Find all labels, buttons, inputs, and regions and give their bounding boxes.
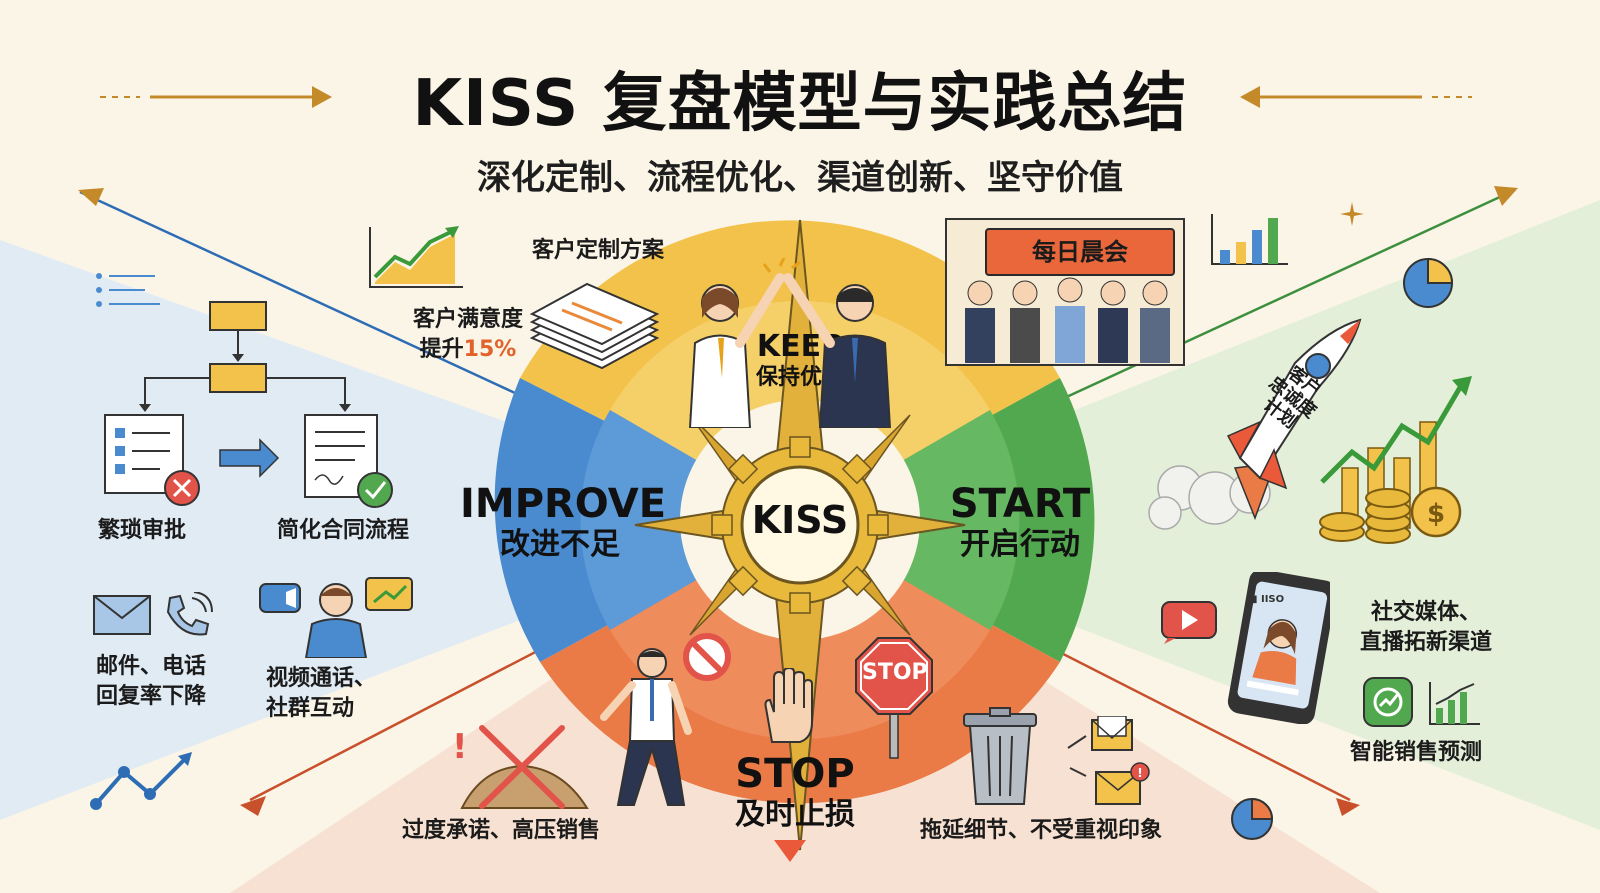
improve-zh: 改进不足: [500, 527, 620, 562]
svg-text:!: !: [1137, 766, 1142, 780]
page-title: KISS 复盘模型与实践总结: [412, 67, 1188, 141]
walking-man-icon: [600, 648, 692, 806]
mini-bar-chart-icon: [1429, 682, 1480, 725]
improve-en: IMPROVE: [460, 481, 667, 527]
mail-notifications-icon: !: [1067, 716, 1150, 805]
smart-forecast-label: 智能销售预测: [1350, 740, 1483, 765]
start-zh: 开启行动: [960, 527, 1080, 562]
video-line1: 视频通话、: [266, 666, 377, 691]
pie-chart-icon: [1403, 257, 1454, 308]
video-social-label: 视频通话、 社群互动: [266, 664, 376, 724]
overpromise-label: 过度承诺、高压销售: [402, 818, 601, 843]
dirt-pile-crossed-icon: !: [452, 725, 589, 809]
stop-hand-icon: [764, 668, 813, 743]
start-en: START: [949, 481, 1091, 527]
email-phone-line2: 回复率下降: [96, 684, 207, 709]
email-phone-line1: 邮件、电话: [96, 654, 207, 679]
improve-label: IMPROVE 改进不足: [460, 481, 667, 564]
stop-zh: 及时止损: [735, 797, 855, 832]
list-lines-icon: [96, 273, 160, 307]
email-phone-label: 邮件、电话 回复率下降: [96, 652, 206, 712]
video-call-person-icon: [259, 577, 413, 658]
improve-zone: [0, 240, 780, 820]
satisfaction-label: 客户满意度 提升15%: [408, 305, 528, 365]
svg-text:$: $: [1427, 499, 1445, 529]
start-label: START 开启行动: [940, 482, 1100, 564]
smartphone-live-icon: [1227, 572, 1330, 724]
delay-label: 拖延细节、不受重视印象: [920, 818, 1163, 843]
down-arrow-icon: [774, 840, 806, 862]
morning-meeting-banner: 每日晨会: [985, 228, 1175, 276]
sparkle-icon: [1340, 202, 1364, 226]
stop-en: STOP: [735, 751, 855, 797]
svg-text:!: !: [452, 727, 468, 767]
coins-growth-chart-icon: $: [1319, 376, 1472, 544]
stop-label: STOP 及时止损: [715, 752, 875, 834]
trash-can-icon: [963, 707, 1037, 805]
social-line2: 直播拓新渠道: [1359, 630, 1492, 655]
video-line2: 社群互动: [266, 696, 355, 721]
tedious-approval-label: 繁琐审批: [98, 518, 187, 543]
trend-line-icon: [90, 752, 192, 810]
satisfaction-prefix: 提升: [419, 337, 464, 362]
custom-plan-label: 客户定制方案: [532, 238, 665, 263]
page-subtitle: 深化定制、流程优化、渠道创新、坚守价值: [477, 158, 1123, 198]
social-line1: 社交媒体、: [1370, 600, 1481, 625]
high-five-people-icon: [688, 258, 892, 428]
stop-sign-label: STOP: [862, 660, 928, 685]
pie-chart-small-icon: [1231, 797, 1274, 840]
phone-icon: [166, 592, 213, 636]
phone-brand-label: ▮ IISO: [1252, 594, 1285, 605]
documents-stack-icon: [529, 282, 660, 370]
bar-chart-icon: [1211, 214, 1288, 265]
no-entry-icon: [683, 633, 731, 681]
email-icon: [93, 595, 151, 635]
ai-forecast-app-icon: [1363, 677, 1413, 727]
title-left-arrow-icon: [100, 86, 332, 108]
growth-chart-icon: [369, 226, 463, 288]
video-play-icon: [1161, 601, 1217, 644]
approval-flowchart: [104, 301, 393, 508]
social-media-label: 社交媒体、 直播拓新渠道: [1346, 598, 1506, 658]
center-kiss-label: KISS: [751, 498, 849, 542]
simplify-contract-label: 简化合同流程: [277, 518, 410, 543]
rocket-icon: [1148, 318, 1362, 530]
stop-sign-icon: [855, 637, 933, 759]
satisfaction-line1: 客户满意度: [412, 307, 523, 332]
title-right-arrow-icon: [1240, 86, 1472, 108]
satisfaction-pct: 15%: [463, 337, 517, 362]
